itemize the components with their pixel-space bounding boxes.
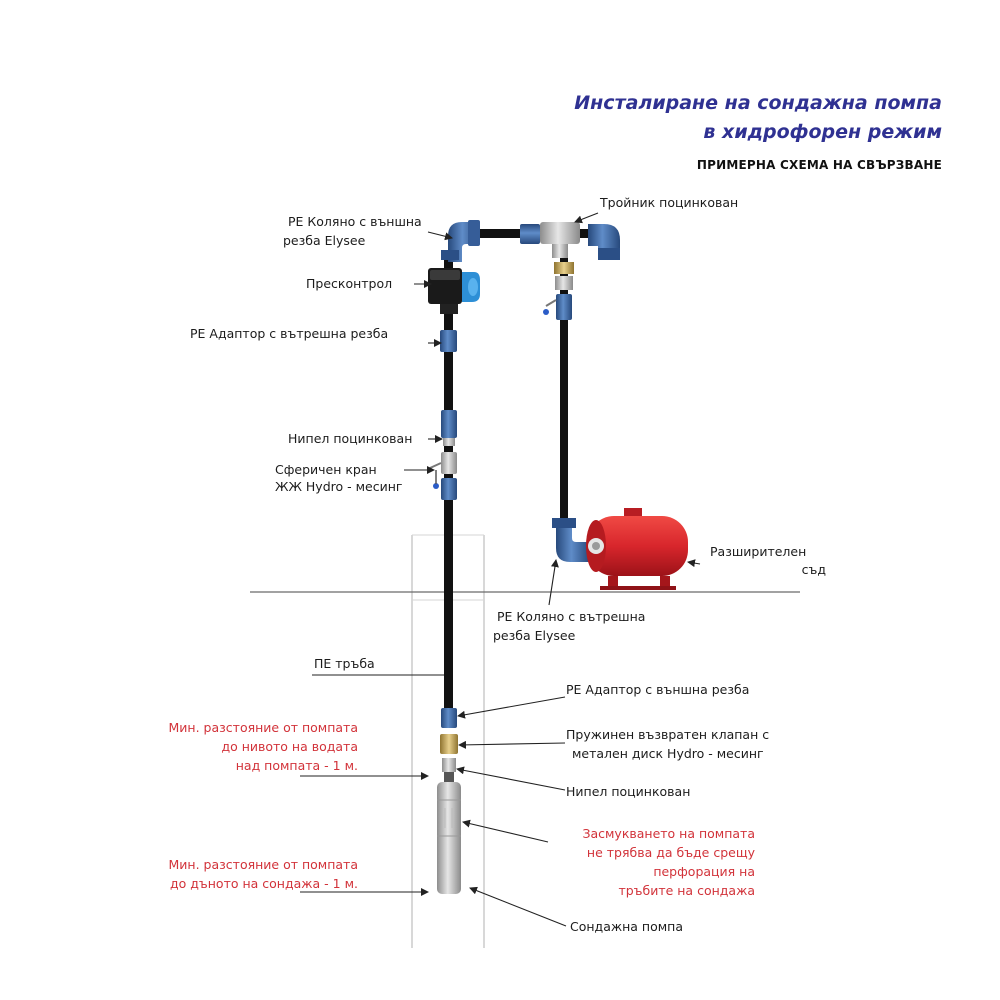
label-check-valve-2: метален диск Hydro - месинг: [572, 746, 764, 761]
return-line-fittings: [543, 262, 574, 320]
label-pump: Сондажна помпа: [570, 919, 684, 934]
label-nipple-top: Нипел поцинкован: [288, 431, 413, 446]
title-line-1: Инсталиране на сондажна помпа: [574, 92, 942, 114]
label-pressure-control: Пресконтрол: [306, 276, 393, 291]
pressure-control-icon: [428, 268, 480, 314]
label-suction-1: Засмукването на помпата: [582, 826, 755, 841]
label-check-valve-1: Пружинен възвратен клапан с: [566, 727, 770, 742]
submersible-pump-icon: [437, 782, 461, 894]
label-pe-elbow-external-1: PE Коляно с външна: [288, 214, 422, 229]
nipple-bottom: [442, 758, 456, 772]
pe-adapter-internal-thread: [440, 330, 457, 352]
label-expansion-1: Разширителен: [710, 544, 807, 559]
pe-elbow-right: [588, 224, 620, 260]
nipple-top: [441, 410, 457, 438]
label-nipple-bottom: Нипел поцинкован: [566, 784, 691, 799]
label-ball-valve-1: Сферичен кран: [275, 462, 377, 477]
pe-elbow-external-thread: [441, 220, 480, 262]
label-min-water-3: над помпата - 1 м.: [235, 758, 358, 773]
label-ball-valve-2: ЖЖ Hydro - месинг: [275, 479, 403, 494]
label-min-water-1: Мин. разстояние от помпата: [168, 720, 358, 735]
title-line-2: в хидрофорен режим: [703, 121, 942, 143]
label-suction-3: перфорация на: [653, 864, 755, 879]
label-expansion-2: съд: [801, 562, 826, 577]
label-pe-adapter-external: PE Адаптор с външна резба: [566, 682, 750, 697]
pe-elbow-internal-thread: [552, 518, 590, 562]
galvanized-tee: [520, 222, 580, 258]
label-pe-pipe: ПЕ тръба: [314, 656, 375, 671]
pointer-arrows: [300, 212, 701, 927]
return-pipe: [560, 245, 568, 545]
subtitle: ПРИМЕРНА СХЕМА НА СВЪРЗВАНЕ: [696, 158, 942, 172]
label-pe-adapter-internal: PE Адаптор с вътрешна резба: [190, 326, 389, 341]
label-suction-2: не трябва да бъде срещу: [586, 845, 755, 860]
label-min-bottom-1: Мин. разстояние от помпата: [168, 857, 358, 872]
label-tee: Тройник поцинкован: [600, 195, 739, 210]
label-min-bottom-2: до дъното на сондажа - 1 м.: [170, 876, 358, 891]
label-pe-elbow-internal-2: резба Elysee: [493, 628, 576, 643]
label-suction-4: тръбите на сондажа: [618, 883, 755, 898]
label-pe-elbow-internal-1: PE Коляно с вътрешна: [497, 609, 646, 624]
pe-adapter-external-thread: [441, 708, 457, 728]
check-valve: [440, 734, 458, 754]
label-min-water-2: до нивото на водата: [221, 739, 358, 754]
label-pe-elbow-external-2: резба Elysee: [283, 233, 366, 248]
expansion-tank-icon: [586, 508, 688, 590]
